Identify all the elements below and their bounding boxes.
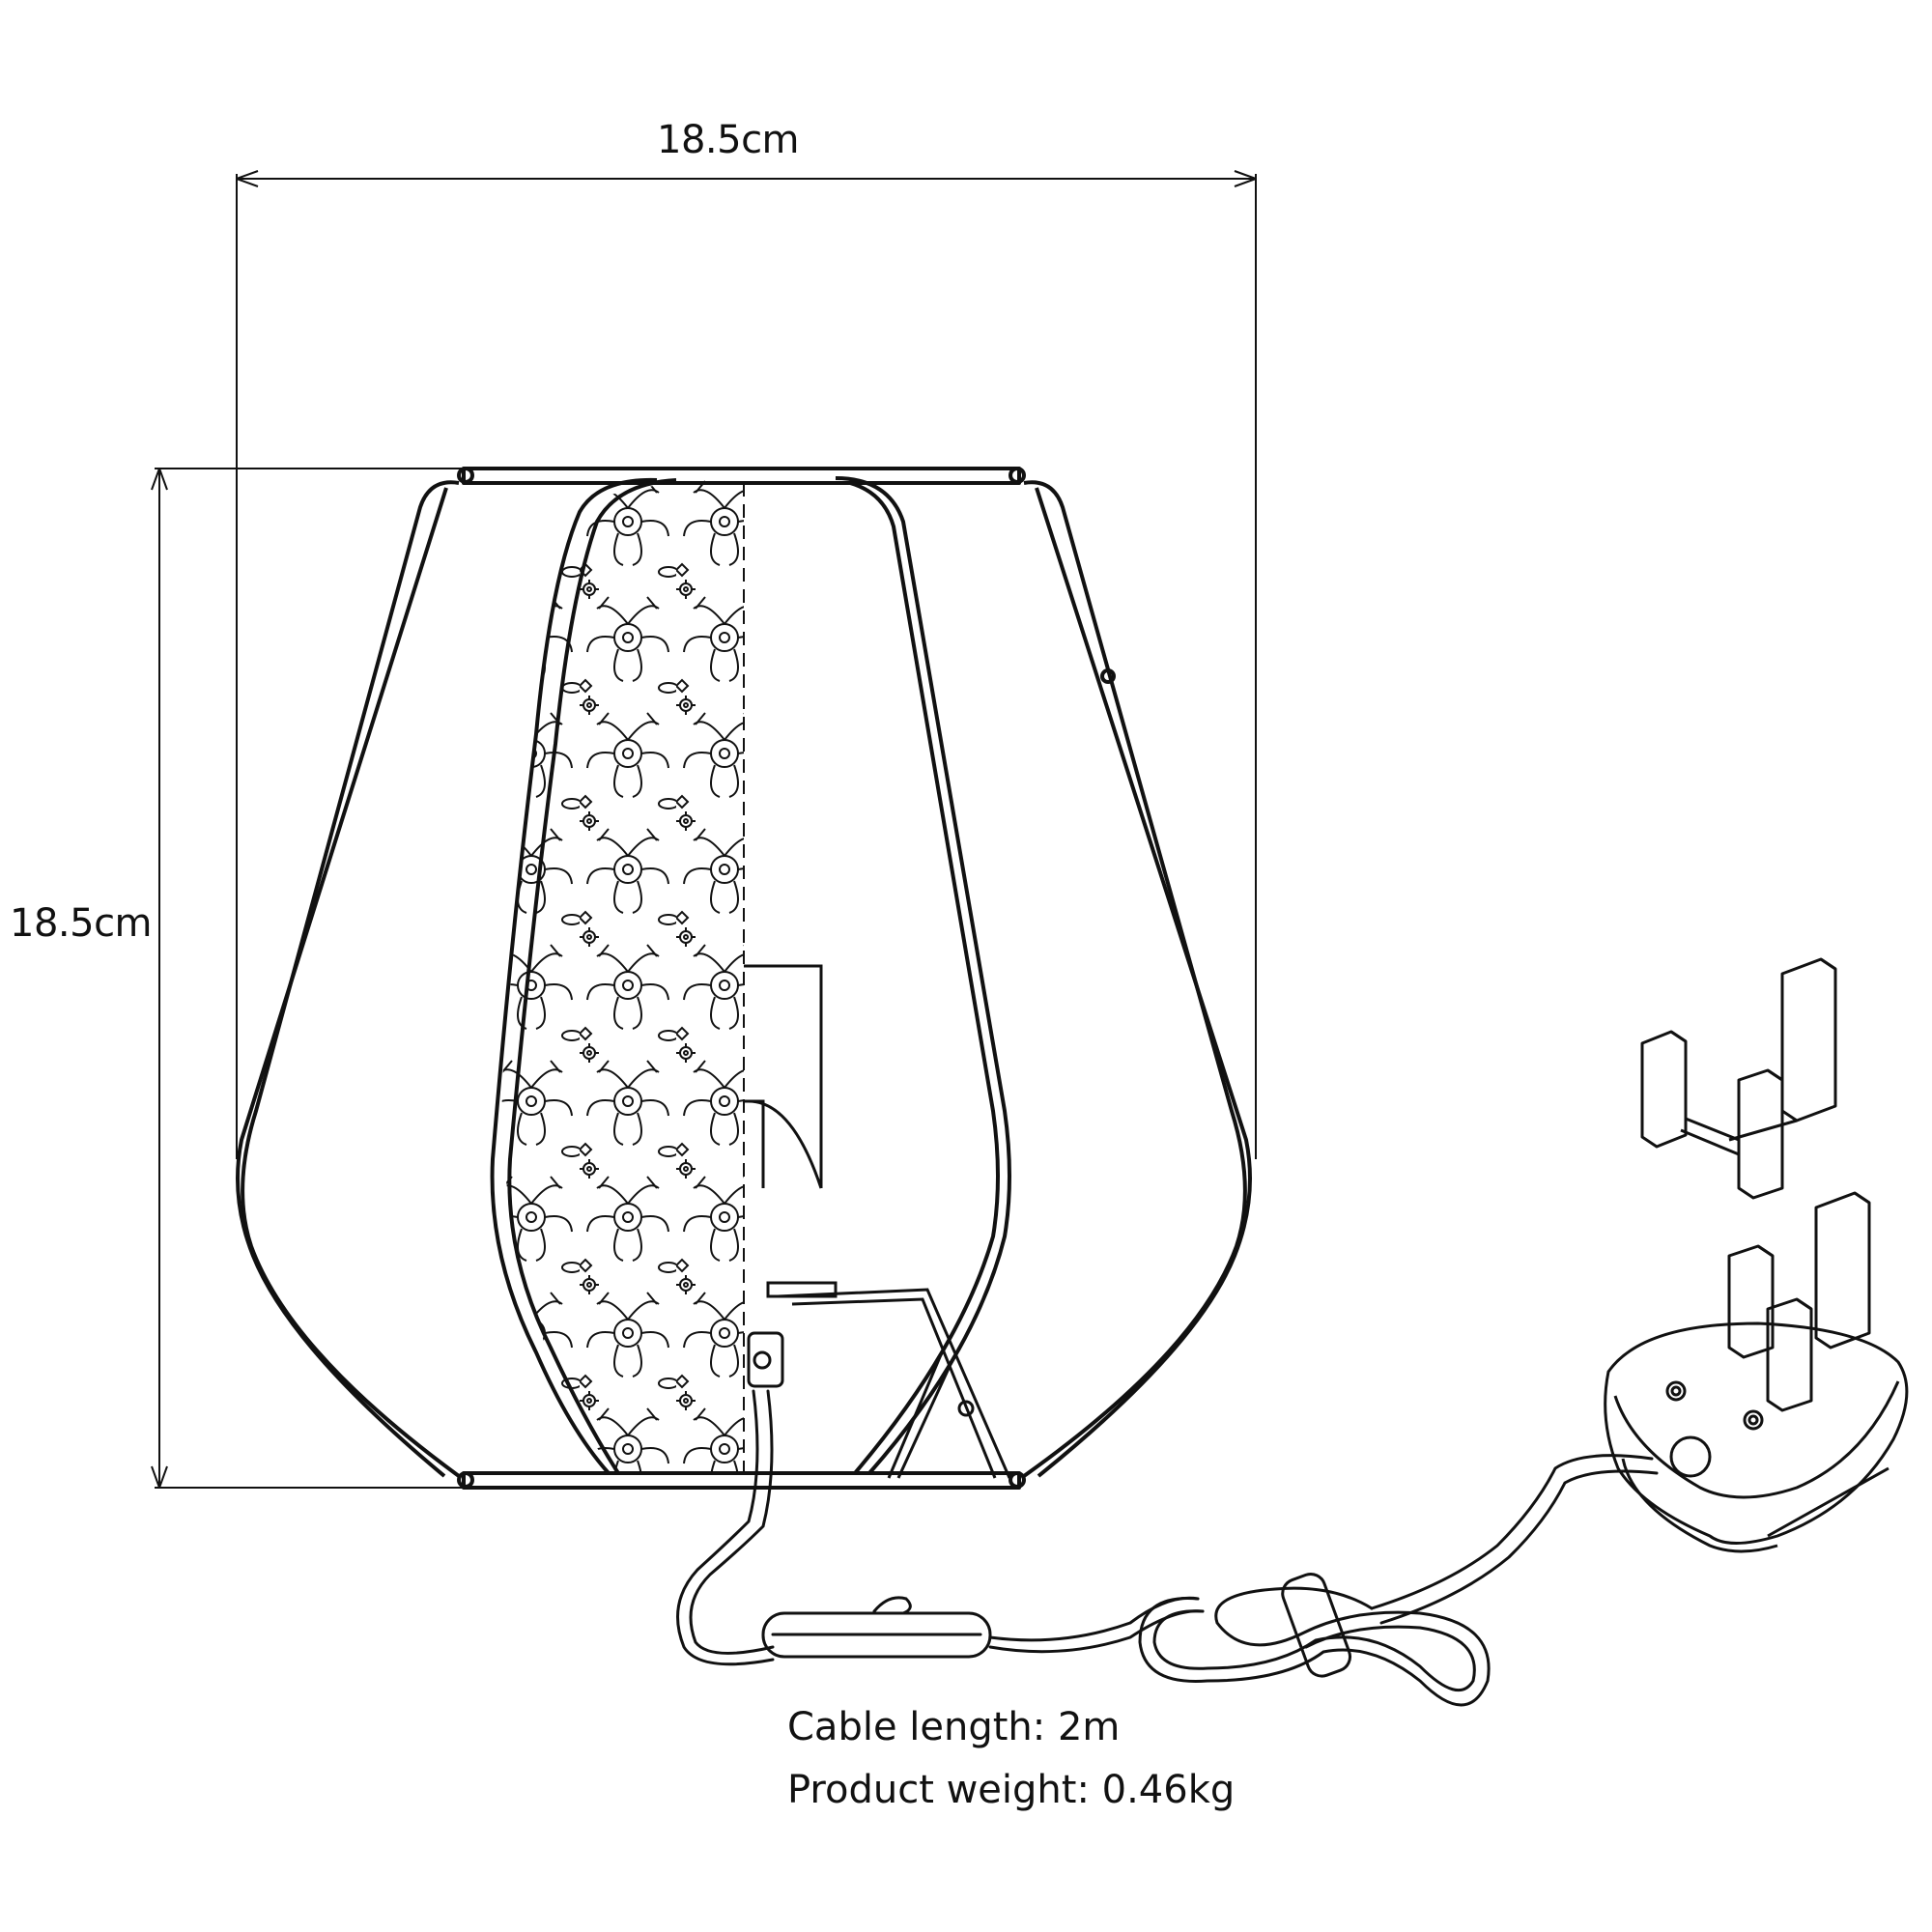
uk-plug — [1604, 957, 1909, 1553]
lamp-holder — [744, 964, 1011, 1479]
width-dimension — [236, 170, 1257, 1159]
power-cable — [676, 1389, 1659, 1707]
height-dimension — [151, 468, 464, 1489]
patterned-shade-panel — [501, 480, 745, 1474]
height-dimension-label: 18.5cm — [10, 901, 153, 946]
cable-length-label: Cable length: 2m — [787, 1705, 1121, 1749]
product-weight-label: Product weight: 0.46kg — [787, 1768, 1236, 1812]
width-dimension-label: 18.5cm — [657, 118, 800, 162]
